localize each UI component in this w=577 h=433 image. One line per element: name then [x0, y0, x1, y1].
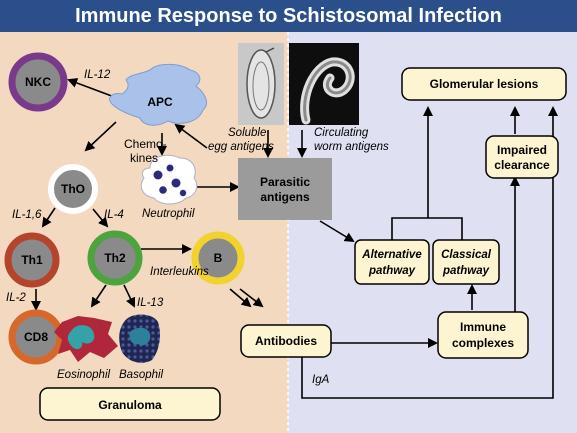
arrow-soluble-apc	[174, 123, 208, 149]
parasitic-antigens-line2: antigens	[260, 190, 310, 204]
th1-label: Th1	[21, 253, 43, 267]
arrow-tho-th2	[92, 208, 109, 228]
label-soluble-2: egg antigens	[208, 141, 274, 153]
antibodies-label: Antibodies	[255, 334, 317, 348]
classical-box	[432, 239, 500, 285]
diagram-title-overlay: Immune Response to Schistosomal Infectio…	[0, 0, 577, 32]
arrow-th2-basophil	[123, 284, 136, 308]
connector-pathways	[391, 217, 463, 240]
label-chemokines-2: kines	[130, 151, 158, 165]
arrow-b-antibodies-1	[229, 288, 252, 308]
impaired-box	[485, 135, 559, 179]
immune-line1: Immune	[460, 320, 506, 334]
immune-complexes-box	[437, 311, 529, 359]
label-chemokines-1: Chemo-	[124, 137, 167, 151]
label-neutrophil: Neutrophil	[142, 208, 195, 220]
b-cell	[191, 231, 245, 285]
impaired-line2: clearance	[494, 158, 550, 172]
antibodies-box	[240, 324, 332, 358]
arrow-apc-tho	[84, 121, 117, 152]
arrow-parasitic-alternative	[319, 220, 355, 243]
th2-cell	[87, 230, 143, 286]
label-soluble-1: Soluble	[228, 127, 266, 139]
label-il16: IL-1,6	[12, 209, 42, 221]
granuloma-box	[39, 387, 221, 421]
label-il12: IL-12	[84, 69, 111, 81]
tho-label: ThO	[61, 182, 85, 196]
impaired-line1: Impaired	[497, 143, 547, 157]
alternative-line2: pathway	[368, 265, 416, 277]
neutrophil-cell	[140, 154, 198, 205]
nkc-label: NKC	[25, 75, 51, 89]
apc-label: APC	[147, 95, 173, 109]
alternative-line1: Alternative	[361, 249, 422, 261]
eosinophil-cell	[54, 316, 118, 362]
tho-cell	[48, 164, 98, 214]
glomerular-box	[401, 67, 567, 101]
label-iga: IgA	[312, 374, 330, 386]
label-circulating-2: worm antigens	[314, 141, 389, 153]
egg-micrograph	[238, 43, 284, 125]
th2-label: Th2	[104, 251, 126, 265]
classical-line1: Classical	[441, 249, 492, 261]
worm-micrograph	[289, 43, 359, 125]
basophil-cell	[119, 314, 160, 363]
label-il2: IL-2	[6, 292, 26, 304]
th1-cell	[4, 232, 60, 288]
cd8-label: CD8	[24, 330, 48, 344]
label-il4: IL-4	[104, 209, 124, 221]
nkc-cell	[8, 52, 68, 112]
arrow-th2-eosinophil	[90, 284, 107, 308]
label-basophil: Basophil	[119, 369, 164, 381]
alternative-box	[354, 239, 430, 285]
classical-line2: pathway	[442, 265, 490, 277]
apc-cell	[109, 63, 207, 126]
parasitic-antigens-box	[238, 158, 332, 220]
parasitic-antigens-line1: Parasitic	[260, 175, 310, 189]
label-eosinophil: Eosinophil	[57, 369, 111, 381]
b-label: B	[214, 251, 223, 265]
label-il13: IL-13	[137, 297, 164, 309]
label-interleukins: Interleukins	[150, 266, 209, 278]
arrow-b-antibodies-2	[239, 288, 264, 308]
granuloma-label: Granuloma	[98, 398, 162, 412]
arrow-tho-th1	[41, 207, 56, 228]
glomerular-label: Glomerular lesions	[430, 77, 539, 91]
arrow-iga-glomerular	[301, 106, 558, 399]
immune-line2: complexes	[452, 336, 514, 350]
label-circulating-1: Circulating	[314, 127, 369, 139]
